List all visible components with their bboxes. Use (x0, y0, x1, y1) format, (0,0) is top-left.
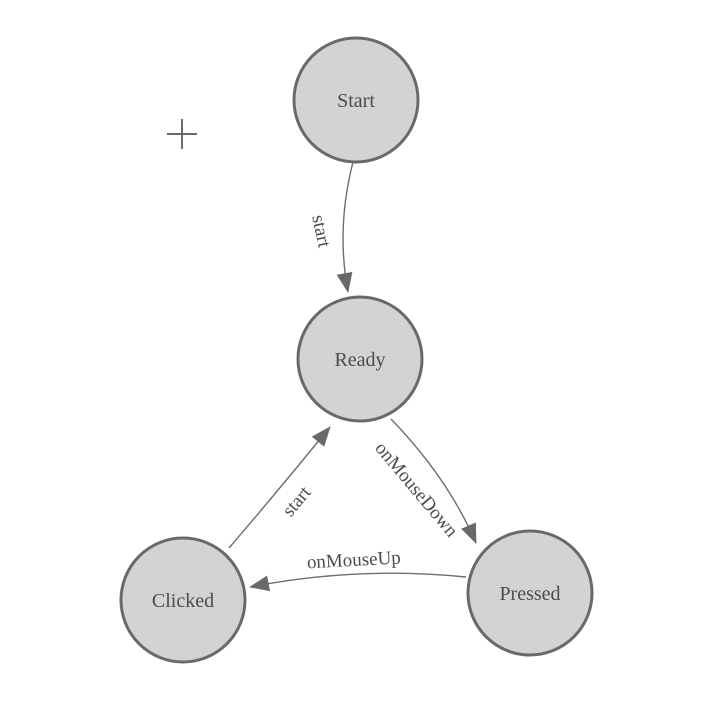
edge-line-pressed-to-clicked[interactable] (249, 572, 467, 592)
node-clicked-label: Clicked (152, 590, 214, 612)
edge-label-pressed-to-clicked: onMouseUp (306, 547, 401, 573)
node-pressed-label: Pressed (499, 583, 560, 605)
node-pressed[interactable]: Pressed (466, 529, 594, 657)
node-clicked-circle[interactable] (119, 536, 247, 664)
node-clicked[interactable]: Clicked (119, 536, 247, 664)
edge-line-clicked-to-ready[interactable] (228, 426, 331, 549)
edge-start-to-ready: start (307, 161, 354, 293)
node-start[interactable]: Start (292, 36, 420, 164)
node-ready[interactable]: Ready (296, 295, 424, 423)
edge-pressed-to-clicked: onMouseUp (249, 547, 467, 592)
edge-label-start-to-ready: start (307, 213, 334, 250)
node-ready-label: Ready (334, 349, 385, 371)
edge-ready-to-pressed: onMouseDown (370, 418, 477, 544)
node-start-label: Start (337, 90, 375, 112)
node-pressed-circle[interactable] (466, 529, 594, 657)
edge-clicked-to-ready: start (228, 426, 331, 549)
node-ready-circle[interactable] (296, 295, 424, 423)
edge-line-start-to-ready[interactable] (336, 161, 354, 293)
node-start-circle[interactable] (292, 36, 420, 164)
crosshair-plus-icon (167, 119, 197, 149)
edge-line-ready-to-pressed[interactable] (390, 418, 477, 544)
edge-label-clicked-to-ready: start (278, 482, 316, 521)
